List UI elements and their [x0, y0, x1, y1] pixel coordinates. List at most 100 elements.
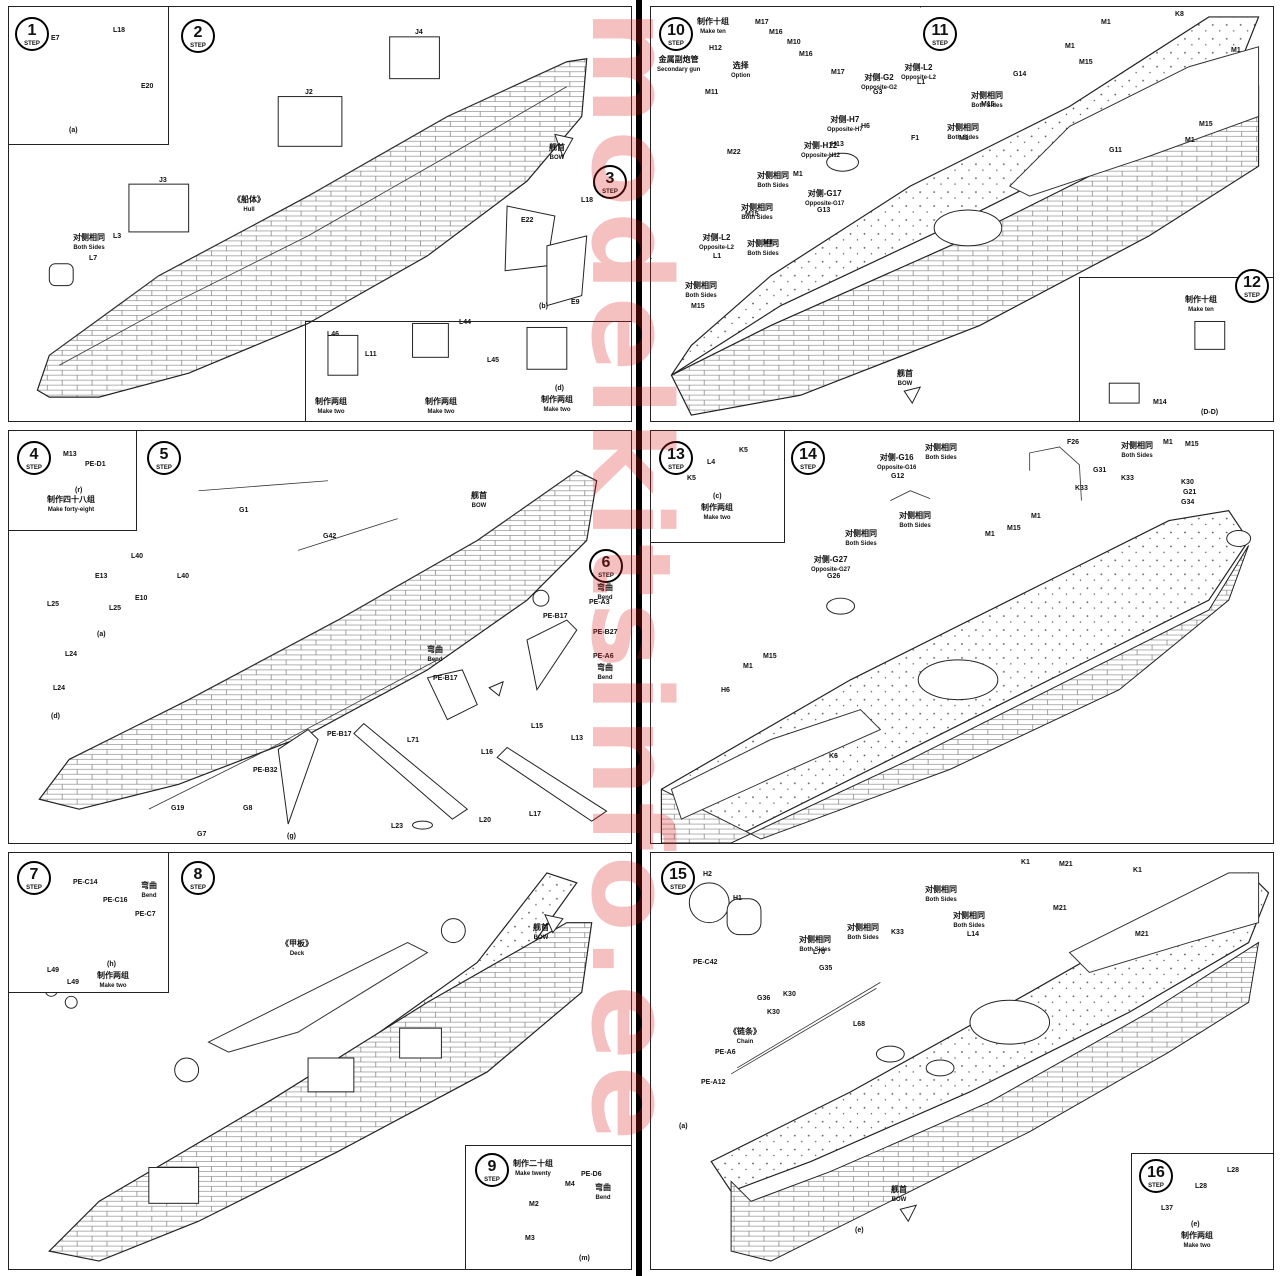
label-M1-14a: M1: [1163, 439, 1173, 446]
label-F1: F1: [911, 135, 920, 142]
label-E9: E9: [571, 299, 580, 306]
label-G13: G13: [817, 207, 831, 214]
part-G26-ring: [826, 597, 856, 615]
label-M11: M11: [705, 89, 719, 96]
label-L24-a: L24: [65, 651, 78, 658]
label-H2: H2: [703, 871, 712, 878]
label-J3: J3: [159, 177, 167, 184]
label-L70: L70: [813, 949, 826, 956]
label-L49-a: L49: [47, 967, 60, 974]
label-H6-14: H6: [721, 687, 730, 694]
label-L45: L45: [487, 357, 500, 364]
label-step1-sub: (a): [69, 127, 78, 134]
crane-boom-2: [277, 728, 319, 825]
label-L40-a: L40: [131, 553, 144, 560]
label-L7: L7: [89, 255, 98, 262]
part-L13-rail: [496, 746, 608, 822]
bow-arrow-15: [899, 1204, 918, 1223]
label-G21: G21: [1183, 489, 1197, 496]
label-G19: G19: [171, 805, 185, 812]
label-step5-sub-a: (a): [97, 631, 106, 638]
part-F26-rail: [1029, 446, 1082, 501]
hull-illustration-2: [38, 470, 608, 830]
part-J4: [389, 36, 440, 80]
label-step4-sub: (r): [75, 487, 83, 494]
part-L44: [412, 322, 449, 358]
label-PE-B17-c: PE-B17: [327, 731, 352, 738]
deck-illustration-15: [688, 872, 1270, 1262]
label-L71: L71: [407, 737, 420, 744]
label-K33-b: K33: [1121, 475, 1134, 482]
label-PE-D1: PE-D1: [85, 461, 106, 468]
part-L46: [327, 334, 359, 376]
label-K6: K6: [829, 753, 838, 760]
label-M1-c: M1: [1231, 47, 1241, 54]
label-E13: E13: [95, 573, 108, 580]
label-M14: M14: [1153, 399, 1167, 406]
chain-caption: 《链条》Chain: [729, 1027, 761, 1045]
label-G12: G12: [891, 473, 905, 480]
label-L25-b: L25: [109, 605, 122, 612]
label-M1-f: M1: [793, 171, 803, 178]
deck-frame-a: [399, 1027, 442, 1059]
label-M22: M22: [727, 149, 741, 156]
turret-ring-b: [440, 918, 466, 944]
label-step3b-sub: (d): [555, 385, 564, 392]
deck-frame-c: [148, 1166, 200, 1204]
label-PE-C16: PE-C16: [103, 897, 128, 904]
label-M1-b: M1: [1065, 43, 1075, 50]
bow-arrow: [554, 133, 574, 158]
label-L44: L44: [459, 319, 472, 326]
label-L11: L11: [365, 351, 377, 358]
label-M1-14c: M1: [985, 531, 995, 538]
label-PE-A6: PE-A6: [593, 653, 614, 660]
label-L17: L17: [529, 811, 542, 818]
label-step16-sub: (e): [1191, 1221, 1200, 1228]
bow-arrow-11: [903, 386, 922, 405]
label-step5-sub-d: (d): [51, 713, 60, 720]
label-E20: E20: [141, 83, 154, 90]
part-d-assembly: [526, 326, 568, 370]
label-G3: G3: [873, 89, 883, 96]
center-divider: [636, 0, 642, 1276]
label-G35: G35: [819, 965, 833, 972]
label-M15-d: M15: [745, 211, 759, 218]
label-step3-sub: (b): [539, 303, 548, 310]
deck-fitting-a: [875, 1045, 905, 1063]
label-L20: L20: [479, 817, 492, 824]
label-M15-14a: M15: [1185, 441, 1199, 448]
label-PE-A3: PE-A3: [589, 599, 610, 606]
label-L25-a: L25: [47, 601, 60, 608]
part-reel: [532, 589, 550, 607]
label-PE-B17-b: PE-B17: [433, 675, 458, 682]
label-E7: E7: [51, 35, 60, 42]
